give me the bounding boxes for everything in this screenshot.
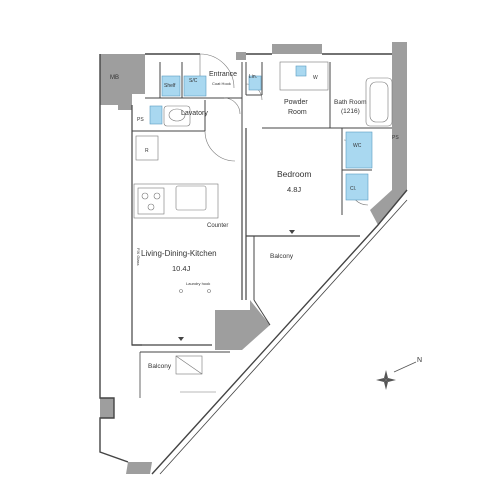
label-powder-room-line2: Room <box>288 109 307 116</box>
label-counter: Counter <box>207 223 228 229</box>
label-ldk: Living-Dining-Kitchen <box>141 249 217 258</box>
label-balcony-right: Balcony <box>270 253 294 260</box>
closet-fixture <box>345 173 369 201</box>
label-ps-left: PS <box>137 117 144 123</box>
label-ldk-size: 10.4J <box>172 264 191 273</box>
label-bedroom-size: 4.8J <box>287 185 301 194</box>
label-entrance: Entrance <box>209 71 237 78</box>
lavatory-sink <box>149 105 163 125</box>
label-wc: WC <box>353 143 362 149</box>
label-bedroom: Bedroom <box>277 169 312 179</box>
compass-north-label: N <box>417 357 422 364</box>
shoe-cabinet-fixture <box>183 75 207 97</box>
label-linen: Lin. <box>249 74 257 80</box>
washer-fixture <box>295 65 307 77</box>
label-bath-room-line1: Bath Room <box>334 99 367 106</box>
building-outline <box>99 53 408 475</box>
furnishings <box>133 61 393 393</box>
compass-rose-icon: N <box>376 357 422 390</box>
label-balcony-bottom: Balcony <box>148 363 172 370</box>
room-labels: MB Shelf S/C Entrance Coat Hook Lin. W P… <box>110 71 399 370</box>
label-mb: MB <box>110 75 119 81</box>
label-sc: S/C <box>189 78 198 84</box>
label-shelf: Shelf <box>164 83 176 89</box>
label-powder-room-line1: Powder <box>284 99 308 106</box>
interior-walls <box>131 62 392 398</box>
label-washer: W <box>313 75 318 81</box>
label-lavatory: Lavatory <box>181 110 208 117</box>
linen-fixture <box>248 75 262 91</box>
label-ps-right: PS <box>392 135 399 141</box>
label-coat-hook: Coat Hook <box>212 81 231 86</box>
label-laundry-hook: Laundry hook <box>186 281 210 286</box>
shelf-fixture <box>161 75 181 97</box>
label-side-note: FIX Glass <box>136 248 141 266</box>
wc-fixture <box>345 131 373 169</box>
label-closet: Cl. <box>350 186 356 192</box>
label-refrigerator: R <box>145 148 149 154</box>
label-bath-room-line2: (1216) <box>341 108 360 115</box>
structural-walls <box>100 42 407 474</box>
fixtures <box>149 65 373 201</box>
